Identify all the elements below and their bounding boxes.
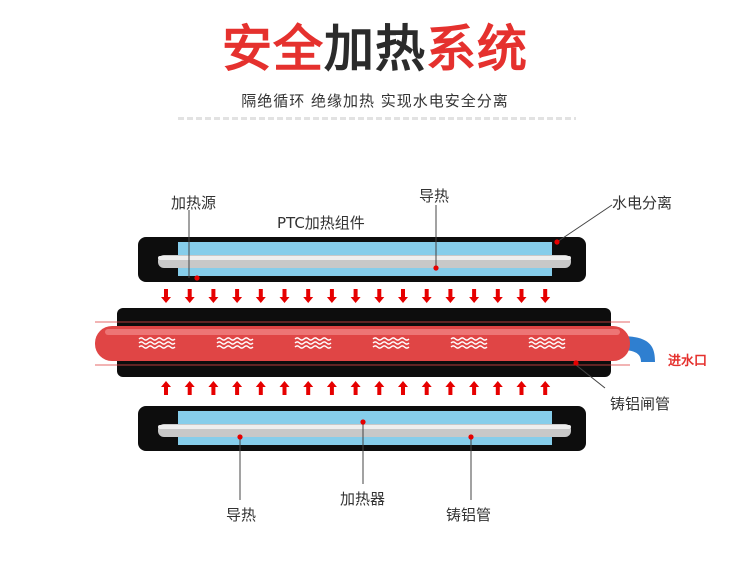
arrow-up-14: [469, 381, 480, 395]
heater-tube-module: [95, 308, 655, 377]
title-dark-part: 加热: [324, 20, 426, 78]
arrow-down-16: [516, 289, 527, 303]
label-heat-conduction-bottom: 导热: [226, 506, 257, 524]
bottom-ptc-module: [138, 406, 586, 451]
heat-wave-6: [528, 337, 566, 349]
heat-wave-3: [294, 337, 332, 349]
label-heater: 加热器: [340, 490, 386, 508]
label-cast-aluminum-tube: 铸铝管: [446, 506, 492, 524]
heat-wave-1: [138, 337, 176, 349]
heat-arrows-down: [161, 289, 551, 303]
arrow-up-8: [326, 381, 337, 395]
arrow-down-9: [350, 289, 361, 303]
arrow-up-9: [350, 381, 361, 395]
dot-heat-source: [194, 275, 200, 281]
heat-wave-4: [372, 337, 410, 349]
arrow-up-10: [374, 381, 385, 395]
heat-waves: [138, 337, 566, 349]
arrow-up-6: [279, 381, 290, 395]
bottom-rod-highlight: [158, 425, 571, 429]
arrow-up-4: [232, 381, 243, 395]
arrow-down-3: [208, 289, 219, 303]
title-red-part-1: 安全: [222, 20, 324, 78]
arrow-up-2: [184, 381, 195, 395]
heat-arrows-up: [161, 381, 551, 395]
label-heat-conduction-top: 导热: [419, 187, 450, 205]
title-red-part-2: 系统: [426, 20, 528, 78]
subtitle: 隔绝循环 绝缘加热 实现水电安全分离: [241, 92, 509, 110]
arrow-down-7: [303, 289, 314, 303]
dot-heat-top: [433, 265, 439, 271]
heater-tube-highlight: [105, 329, 620, 335]
arrow-down-10: [374, 289, 385, 303]
arrow-down-13: [445, 289, 456, 303]
arrow-up-13: [445, 381, 456, 395]
top-rod-highlight: [158, 256, 571, 260]
arrow-down-1: [161, 289, 171, 303]
dot-water-electric: [554, 239, 560, 245]
arrow-up-1: [161, 381, 171, 395]
arrow-down-8: [326, 289, 337, 303]
heat-wave-5: [450, 337, 488, 349]
arrow-down-14: [469, 289, 480, 303]
arrow-down-2: [184, 289, 195, 303]
label-ptc-assembly: PTC加热组件: [277, 214, 365, 232]
label-water-inlet: 进水口: [668, 354, 708, 369]
top-ptc-module: [138, 237, 586, 282]
arrow-down-12: [421, 289, 432, 303]
dot-heat-bottom: [237, 434, 243, 440]
leader-lines: [188, 204, 613, 500]
arrow-up-11: [398, 381, 408, 395]
arrow-down-4: [232, 289, 243, 303]
arrow-up-15: [492, 381, 503, 395]
label-water-electric-separation: 水电分离: [612, 194, 673, 212]
leader-water-electric: [556, 204, 613, 243]
heat-wave-2: [216, 337, 254, 349]
label-cast-aluminum-gate-tube: 铸铝闸管: [610, 395, 671, 413]
arrow-down-11: [398, 289, 408, 303]
arrow-down-15: [492, 289, 503, 303]
arrow-up-5: [255, 381, 266, 395]
arrow-up-17: [540, 381, 551, 395]
page-title: 安全加热系统: [0, 18, 750, 80]
arrow-up-16: [516, 381, 527, 395]
arrow-up-3: [208, 381, 219, 395]
arrow-up-12: [421, 381, 432, 395]
divider-line: [178, 117, 576, 120]
arrow-up-7: [303, 381, 314, 395]
dot-gate-tube: [573, 360, 579, 366]
arrow-down-17: [540, 289, 551, 303]
label-heat-source: 加热源: [171, 194, 217, 212]
arrow-down-5: [255, 289, 266, 303]
arrow-down-6: [279, 289, 290, 303]
dot-heater: [360, 419, 366, 425]
leader-dots: [194, 239, 579, 440]
dot-cast-tube: [468, 434, 474, 440]
leader-gate-tube: [575, 364, 606, 389]
